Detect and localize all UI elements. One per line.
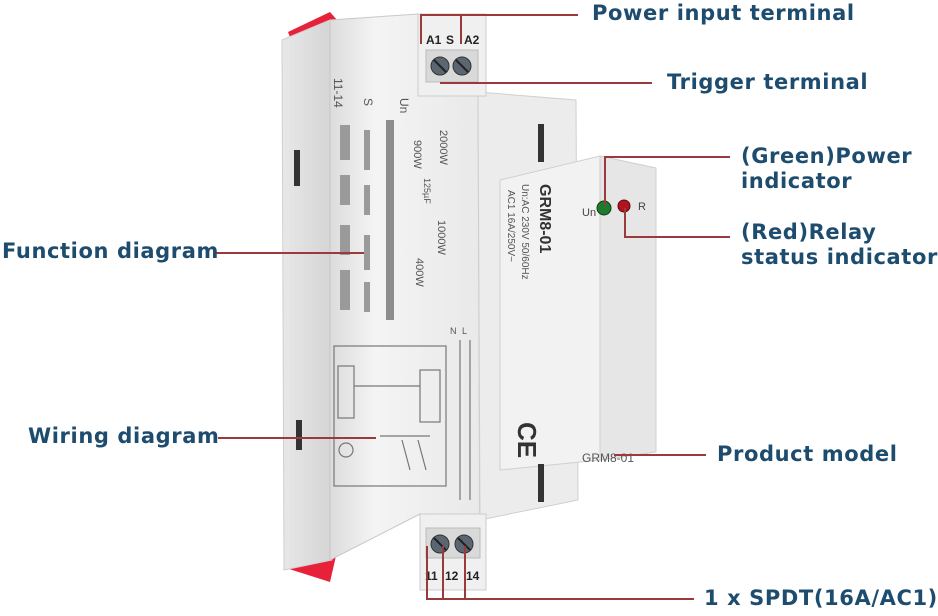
wiring-diagram-print xyxy=(333,340,471,500)
svg-text:AC1 16A/250V~: AC1 16A/250V~ xyxy=(505,190,516,262)
load-ratings: 2000W 900W 125µF 1000W 400W xyxy=(411,130,449,287)
leader-red xyxy=(626,236,730,238)
svg-text:Un: Un xyxy=(397,98,411,113)
slot xyxy=(538,124,544,162)
relay-illustration: A1 S A2 11 12 14 Un S 11-14 xyxy=(281,12,657,591)
leader-model xyxy=(614,454,706,456)
leader-power-input xyxy=(420,14,578,16)
callout-trigger: Trigger terminal xyxy=(667,70,869,94)
leader-green-v xyxy=(604,156,606,206)
leader-power-input-v1 xyxy=(420,14,422,44)
terminal-label-14: 14 xyxy=(466,569,480,583)
svg-text:N: N xyxy=(450,326,457,336)
terminal-label-s: S xyxy=(446,33,454,47)
svg-text:Un:AC 230V 50/60Hz: Un:AC 230V 50/60Hz xyxy=(519,184,530,280)
leader-function xyxy=(216,252,364,254)
slot xyxy=(296,420,302,450)
led-label-r: R xyxy=(638,201,646,213)
callout-power-input: Power input terminal xyxy=(592,1,855,25)
terminal-label-11: 11 xyxy=(425,569,438,583)
svg-text:400W: 400W xyxy=(413,258,425,287)
callout-red-relay-1: (Red)Relay xyxy=(741,220,877,244)
function-diagram-print: Un S 11-14 xyxy=(331,78,411,113)
svg-text:2000W: 2000W xyxy=(437,130,449,165)
svg-text:900W: 900W xyxy=(411,140,423,169)
leader-power-input-v2 xyxy=(460,14,462,44)
svg-text:GRM8-01: GRM8-01 xyxy=(536,184,553,253)
housing-rail xyxy=(281,19,333,571)
ce-mark: CE xyxy=(512,422,542,458)
function-diagram-bars xyxy=(340,120,394,320)
svg-text:1000W: 1000W xyxy=(435,220,447,255)
callout-green-power-2: indicator xyxy=(741,169,853,193)
leader-spdt xyxy=(426,598,694,600)
slot xyxy=(294,150,300,186)
leader-spdt-v3 xyxy=(464,546,466,600)
svg-text:S: S xyxy=(361,98,375,106)
leader-spdt-v2 xyxy=(442,546,444,600)
terminal-label-a2: A2 xyxy=(464,33,480,47)
terminal-label-12: 12 xyxy=(445,569,459,583)
callout-red-relay-2: status indicator xyxy=(741,245,938,269)
housing-led-panel xyxy=(599,155,657,461)
leader-trigger xyxy=(440,82,652,84)
spec-print: GRM8-01 Un:AC 230V 50/60Hz AC1 16A/250V~ xyxy=(505,184,553,280)
leader-spdt-v1 xyxy=(426,546,428,600)
svg-text:125µF: 125µF xyxy=(422,178,432,204)
callout-product-model: Product model xyxy=(717,442,898,466)
callout-wiring-diagram: Wiring diagram xyxy=(28,424,220,448)
callout-spdt: 1 x SPDT(16A/AC1) xyxy=(704,586,938,610)
leader-red-v xyxy=(624,208,626,238)
svg-text:11-14: 11-14 xyxy=(331,78,345,108)
leader-green xyxy=(606,156,730,158)
terminal-label-a1: A1 xyxy=(426,33,442,47)
callout-green-power-1: (Green)Power xyxy=(741,144,913,168)
slot xyxy=(538,464,544,502)
led-label-un: Un xyxy=(582,207,596,219)
leader-wiring xyxy=(218,437,376,439)
svg-text:L: L xyxy=(462,326,467,336)
wiring-labels: L N xyxy=(450,326,467,336)
callout-function-diagram: Function diagram xyxy=(2,239,220,263)
